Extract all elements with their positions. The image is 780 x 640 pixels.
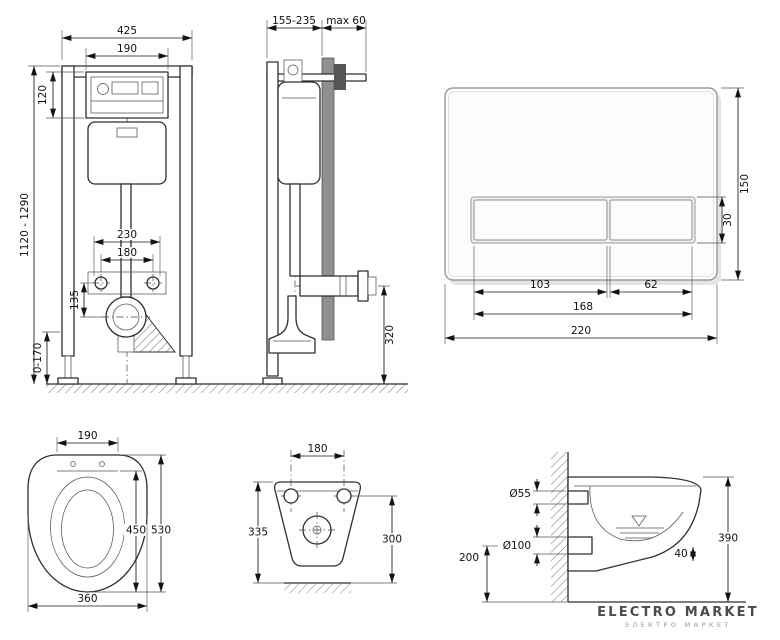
dim-outlet-height: 200 — [459, 552, 479, 564]
flush-button-large — [473, 199, 608, 241]
foot-rod-right — [182, 355, 190, 379]
dim-outlet-diameter: Ø100 — [503, 540, 531, 552]
dim-plate-height: 150 — [739, 174, 751, 194]
flush-pipe-side — [289, 183, 301, 277]
inlet-pipe — [567, 490, 589, 505]
plate-inner-edge — [448, 91, 714, 277]
view-flush-plate: 103 62 168 220 150 30 — [444, 87, 751, 344]
label-bg — [124, 524, 148, 536]
outlet-pipe — [299, 275, 359, 297]
valve-detail-2 — [141, 81, 159, 95]
view-frame-side: 155-235 max 60 320 — [262, 15, 396, 385]
brand-logo: ELECTRO MARKET ЭЛЕКТРО МАРКЕТ — [597, 605, 759, 629]
flush-plate-body — [444, 87, 718, 281]
floor-bend — [268, 295, 316, 354]
label-bg — [114, 247, 140, 258]
dim-bowl-length: 530 — [151, 525, 171, 537]
dim-seat-depth: 450 — [126, 525, 146, 537]
floor-hatch — [46, 384, 408, 393]
dim-front-detail: 40 — [674, 548, 687, 560]
dim-height-right: 300 — [382, 534, 402, 546]
foot-plate-right — [175, 377, 197, 385]
bowl-outline-top — [27, 454, 148, 593]
logo-text: ELECTRO MARKET — [597, 605, 759, 620]
cistern-body — [87, 121, 167, 185]
dim-depth-range: 155-235 — [272, 15, 316, 27]
foot-plate-left — [57, 377, 79, 385]
outlet-stub — [367, 276, 377, 296]
view-bowl-top: 190 450 530 360 — [27, 430, 173, 612]
view-bowl-side: Ø55 Ø100 200 390 40 — [459, 452, 746, 603]
cistern-side — [277, 81, 321, 185]
dim-fixing-outer: 230 — [117, 229, 137, 241]
hinge-dot — [70, 461, 76, 467]
flush-button-small — [609, 199, 693, 241]
dim-button-height: 30 — [722, 213, 734, 226]
foot-rod-left — [64, 355, 72, 379]
outlet-flange — [357, 270, 369, 302]
dim-back-width: 190 — [77, 430, 97, 442]
dim-frame-height: 1120 - 1290 — [19, 193, 31, 257]
dim-buttons-width: 168 — [573, 301, 593, 313]
dim-fixing-spacing: 180 — [307, 443, 327, 455]
label-bg — [149, 524, 173, 536]
dim-bracket-max: max 60 — [326, 15, 366, 27]
label-bg — [714, 532, 743, 544]
dim-inlet-diameter: Ø55 — [509, 488, 531, 500]
cistern-detail — [116, 127, 138, 138]
dim-outlet-offset: 135 — [69, 290, 81, 310]
wall-anchor — [334, 64, 346, 90]
wall-section — [321, 57, 335, 341]
logo-tagline: ЭЛЕКТРО МАРКЕТ — [624, 621, 732, 629]
wall-hatch — [551, 452, 568, 602]
label-bg — [378, 533, 406, 545]
view-frame-front: 425 190 120 1120 - 1290 230 180 135 — [19, 25, 408, 393]
floor-hatch — [284, 584, 351, 593]
dim-feet-adjust: 0-170 — [32, 343, 44, 374]
bowl-outline-side — [567, 476, 702, 572]
cistern-access-inner — [90, 76, 164, 114]
dim-height: 390 — [718, 533, 738, 545]
fill-valve-head — [283, 59, 303, 83]
bowl-opening — [61, 489, 114, 569]
label-bg — [114, 229, 140, 240]
frame-left-rail — [61, 65, 75, 357]
fill-valve-cap — [287, 64, 299, 76]
dim-tank-width: 190 — [117, 43, 137, 55]
hinge-dot — [99, 461, 105, 467]
outlet-center — [312, 525, 322, 535]
outlet-pipe — [567, 536, 593, 555]
cistern-access-box — [85, 71, 169, 119]
wall-bracket — [266, 73, 367, 82]
dim-bowl-width: 360 — [77, 593, 97, 605]
frame-rail-side — [266, 61, 279, 377]
dim-fixing-inner: 180 — [117, 247, 137, 259]
dim-plate-width: 220 — [571, 325, 591, 337]
foot-plate-side — [262, 377, 283, 385]
valve-detail — [111, 81, 139, 95]
dim-frame-width: 425 — [117, 25, 137, 37]
view-bowl-front: 180 335 300 — [244, 443, 406, 593]
dim-outlet-height: 320 — [384, 325, 396, 345]
dim-small-button: 62 — [644, 279, 657, 291]
label-bg — [244, 526, 272, 538]
fill-valve-knob — [97, 83, 109, 95]
dim-tank-height: 120 — [37, 85, 49, 105]
frame-right-rail — [179, 65, 193, 357]
water-level-symbol — [631, 515, 647, 527]
dim-big-button: 103 — [530, 279, 550, 291]
fixing-hole-right — [336, 488, 352, 504]
bowl-cavity — [589, 485, 684, 542]
dim-height-left: 335 — [248, 527, 268, 539]
fixing-hole-left — [283, 488, 299, 504]
